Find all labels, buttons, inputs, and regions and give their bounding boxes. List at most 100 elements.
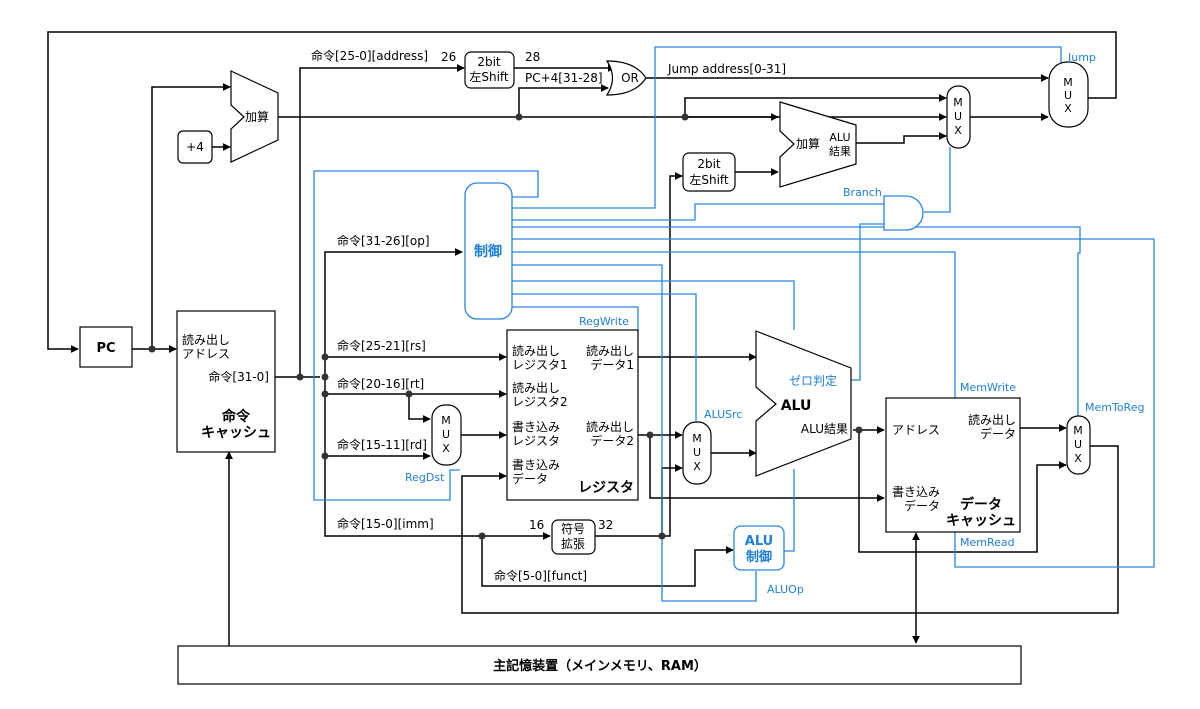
svg-text:符号: 符号 bbox=[561, 521, 585, 536]
svg-text:ALUSrc: ALUSrc bbox=[704, 408, 742, 421]
svg-text:PC: PC bbox=[96, 341, 115, 356]
svg-text:+4: +4 bbox=[186, 140, 204, 154]
data-cache: アドレス 読み出し データ 書き込み データ データ キャッシュ bbox=[885, 397, 1021, 533]
svg-text:ALUOp: ALUOp bbox=[767, 583, 804, 596]
svg-text:アドレス: アドレス bbox=[182, 347, 230, 361]
branch-mux: M U X bbox=[946, 85, 971, 149]
main-memory: 主記憶装置（メインメモリ、RAM） bbox=[177, 645, 1022, 685]
svg-text:MemWrite: MemWrite bbox=[960, 381, 1016, 394]
svg-text:読み出し: 読み出し bbox=[586, 419, 634, 434]
svg-text:M: M bbox=[441, 414, 451, 427]
svg-text:左Shift: 左Shift bbox=[469, 69, 509, 84]
shift-left-branch: 2bit 左Shift bbox=[682, 152, 736, 192]
svg-text:レジスタ1: レジスタ1 bbox=[512, 358, 568, 372]
svg-text:16: 16 bbox=[529, 518, 544, 532]
svg-text:MemToReg: MemToReg bbox=[1085, 401, 1144, 414]
svg-text:キャッシュ: キャッシュ bbox=[946, 513, 1016, 529]
svg-text:主記憶装置（メインメモリ、RAM）: 主記憶装置（メインメモリ、RAM） bbox=[493, 658, 707, 674]
branch-and-gate bbox=[883, 195, 924, 231]
svg-text:命令[25-21][rs]: 命令[25-21][rs] bbox=[337, 338, 426, 353]
svg-text:MemRead: MemRead bbox=[960, 536, 1015, 549]
svg-text:命令: 命令 bbox=[221, 408, 251, 425]
svg-text:ALU: ALU bbox=[745, 534, 773, 549]
svg-text:M: M bbox=[1073, 424, 1083, 437]
svg-text:読み出し: 読み出し bbox=[586, 343, 634, 358]
svg-text:加算: 加算 bbox=[245, 109, 269, 124]
svg-text:26: 26 bbox=[441, 50, 456, 64]
control-signal-labels: Jump Branch RegWrite RegDst ALUSrc ALUOp… bbox=[405, 51, 1144, 596]
control-wires bbox=[313, 46, 1155, 602]
alu: ゼロ判定 ALU ALU結果 bbox=[755, 330, 852, 477]
svg-text:命令[31-0]: 命令[31-0] bbox=[208, 369, 269, 384]
svg-text:拡張: 拡張 bbox=[561, 537, 585, 551]
control-unit: 制御 bbox=[464, 182, 513, 320]
svg-text:Jump address[0-31]: Jump address[0-31] bbox=[667, 62, 786, 76]
plus4-constant: +4 bbox=[177, 130, 213, 164]
alusrc-mux: M U X bbox=[682, 421, 712, 485]
svg-text:X: X bbox=[954, 124, 962, 137]
svg-text:レジスタ: レジスタ bbox=[512, 434, 560, 448]
svg-text:X: X bbox=[693, 460, 701, 473]
svg-text:書き込み: 書き込み bbox=[512, 420, 560, 434]
pc-register: PC bbox=[79, 326, 133, 368]
svg-text:書き込み: 書き込み bbox=[892, 485, 940, 499]
svg-text:U: U bbox=[1064, 89, 1072, 102]
svg-text:加算: 加算 bbox=[796, 136, 820, 151]
svg-text:28: 28 bbox=[525, 50, 540, 64]
svg-text:X: X bbox=[1064, 102, 1072, 115]
wire-labels: 命令[25-0][address] 26 28 PC+4[31-28] Jump… bbox=[311, 48, 786, 583]
svg-text:読み出し: 読み出し bbox=[512, 343, 560, 358]
junction-dots bbox=[148, 113, 863, 540]
svg-text:読み出し: 読み出し bbox=[968, 412, 1016, 427]
svg-text:命令[15-11][rd]: 命令[15-11][rd] bbox=[337, 437, 427, 452]
svg-text:PC+4[31-28]: PC+4[31-28] bbox=[525, 71, 603, 85]
alu-control: ALU 制御 bbox=[733, 525, 785, 571]
svg-text:キャッシュ: キャッシュ bbox=[201, 425, 271, 441]
jump-mux: M U X bbox=[1048, 61, 1089, 128]
svg-text:アドレス: アドレス bbox=[892, 423, 940, 437]
instruction-cache: 読み出し アドレス 命令[31-0] 命令 キャッシュ bbox=[176, 310, 276, 453]
svg-text:32: 32 bbox=[598, 518, 613, 532]
svg-text:2bit: 2bit bbox=[697, 157, 721, 171]
datapath-wires bbox=[47, 31, 1119, 646]
svg-text:U: U bbox=[1074, 438, 1082, 451]
svg-text:データ1: データ1 bbox=[590, 357, 634, 372]
svg-text:データ2: データ2 bbox=[590, 433, 634, 448]
svg-text:Branch: Branch bbox=[843, 186, 882, 199]
svg-text:制御: 制御 bbox=[474, 243, 502, 260]
svg-text:データ: データ bbox=[960, 496, 1002, 513]
svg-text:レジスタ2: レジスタ2 bbox=[512, 395, 568, 409]
svg-text:命令[25-0][address]: 命令[25-0][address] bbox=[311, 48, 428, 63]
svg-text:RegWrite: RegWrite bbox=[579, 315, 629, 328]
register-file: 読み出し レジスタ1 読み出し レジスタ2 書き込み レジスタ 書き込み データ… bbox=[506, 329, 639, 501]
svg-text:U: U bbox=[693, 446, 701, 459]
pc-adder: 加算 bbox=[230, 70, 279, 163]
svg-text:OR: OR bbox=[621, 71, 639, 85]
shift-left-jump: 2bit 左Shift bbox=[464, 51, 515, 89]
svg-text:U: U bbox=[954, 110, 962, 123]
memtoreg-mux: M U X bbox=[1066, 415, 1091, 475]
svg-text:書き込み: 書き込み bbox=[512, 458, 560, 472]
svg-text:データ: データ bbox=[904, 498, 940, 513]
svg-text:2bit: 2bit bbox=[477, 55, 501, 69]
svg-text:データ: データ bbox=[512, 471, 548, 486]
svg-text:U: U bbox=[442, 428, 450, 441]
svg-text:ゼロ判定: ゼロ判定 bbox=[789, 373, 837, 388]
svg-text:命令[20-16][rt]: 命令[20-16][rt] bbox=[337, 376, 424, 391]
svg-text:ALU: ALU bbox=[829, 131, 850, 144]
svg-text:命令[5-0][funct]: 命令[5-0][funct] bbox=[494, 568, 587, 583]
branch-adder: 加算 ALU 結果 bbox=[779, 101, 857, 188]
svg-text:左Shift: 左Shift bbox=[689, 172, 729, 187]
svg-text:ALU結果: ALU結果 bbox=[801, 422, 848, 436]
svg-text:X: X bbox=[442, 442, 450, 455]
sign-extend: 符号 拡張 bbox=[551, 519, 596, 555]
svg-text:レジスタ: レジスタ bbox=[578, 480, 634, 496]
svg-text:結果: 結果 bbox=[829, 144, 851, 158]
svg-text:命令[15-0][imm]: 命令[15-0][imm] bbox=[337, 516, 434, 531]
regdst-mux: M U X bbox=[431, 404, 462, 466]
svg-text:読み出し: 読み出し bbox=[182, 332, 230, 347]
svg-text:Jump: Jump bbox=[1067, 51, 1096, 64]
svg-text:ALU: ALU bbox=[781, 398, 812, 414]
svg-text:データ: データ bbox=[980, 426, 1016, 441]
